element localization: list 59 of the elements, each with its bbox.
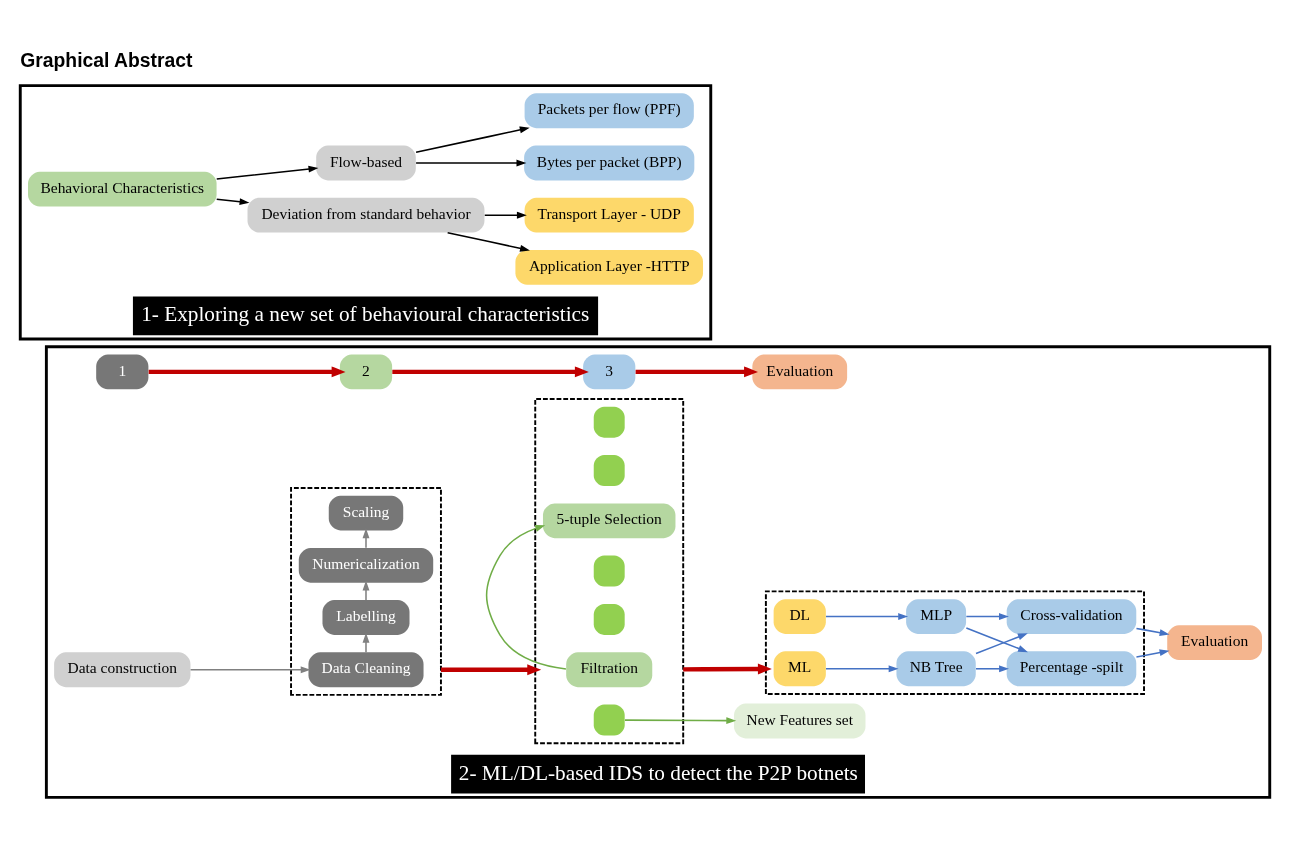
node-box: Deviation from standard behavior [247,197,485,233]
arrow [485,525,567,670]
node-box [593,406,625,438]
diagram-title: Graphical Abstract [20,49,193,72]
node-box: Transport Layer - UDP [524,197,694,233]
node-box: DL [773,599,826,634]
arrow [975,665,1009,673]
node-box: Data Cleaning [308,652,424,688]
arrow [635,366,758,378]
node-box: Behavioral Characteristics [28,171,217,207]
node-box: Evaluation [1167,625,1262,661]
node-box: Labelling [322,600,410,635]
node-box: Bytes per packet (BPP) [524,145,695,181]
node-box [593,604,625,635]
arrow [392,366,589,378]
node-box: New Features set [733,703,866,739]
arrow [825,613,909,620]
arrow [362,528,370,549]
node-box: 1 [96,354,149,390]
arrow [446,231,530,252]
node-box: Flow-based [316,145,416,181]
node-box: MLP [906,599,967,634]
node-box [593,704,625,736]
arrow [965,613,1009,620]
node-box: 5-tuple Selection [542,503,676,539]
arrow [484,211,527,219]
cluster [764,590,1145,695]
node-box: Filtration [566,652,653,688]
node-box: 3 [583,354,636,390]
node-box: Packets per flow (PPF) [524,93,694,129]
arrow [975,633,1028,655]
arrow [1135,627,1170,637]
node-box: Application Layer -HTTP [515,250,704,285]
arrow [148,366,346,378]
arrow [825,665,899,673]
node-box [593,455,625,486]
arrow [415,159,527,167]
arrow [683,663,772,675]
node-box: NB Tree [896,651,976,687]
arrow [215,165,319,180]
arrow [440,664,542,676]
arrow [215,198,250,206]
arrow [965,627,1028,653]
arrow [624,717,737,725]
node-box: Cross-validation [1006,599,1137,634]
node-box [593,555,625,587]
cluster [290,486,442,696]
node-box: Data construction [54,652,191,688]
arrow [362,632,370,653]
node-box: ML [773,651,826,687]
node-box: Evaluation [752,354,848,390]
arrow [1135,649,1170,658]
node-box: Numericalization [298,547,434,583]
node-box: 2 [339,354,393,390]
arrow [362,580,370,601]
arrow [415,126,530,154]
node-box: Percentage -spilt [1006,651,1137,687]
node-box: Scaling [328,495,404,531]
arrow [189,666,311,674]
